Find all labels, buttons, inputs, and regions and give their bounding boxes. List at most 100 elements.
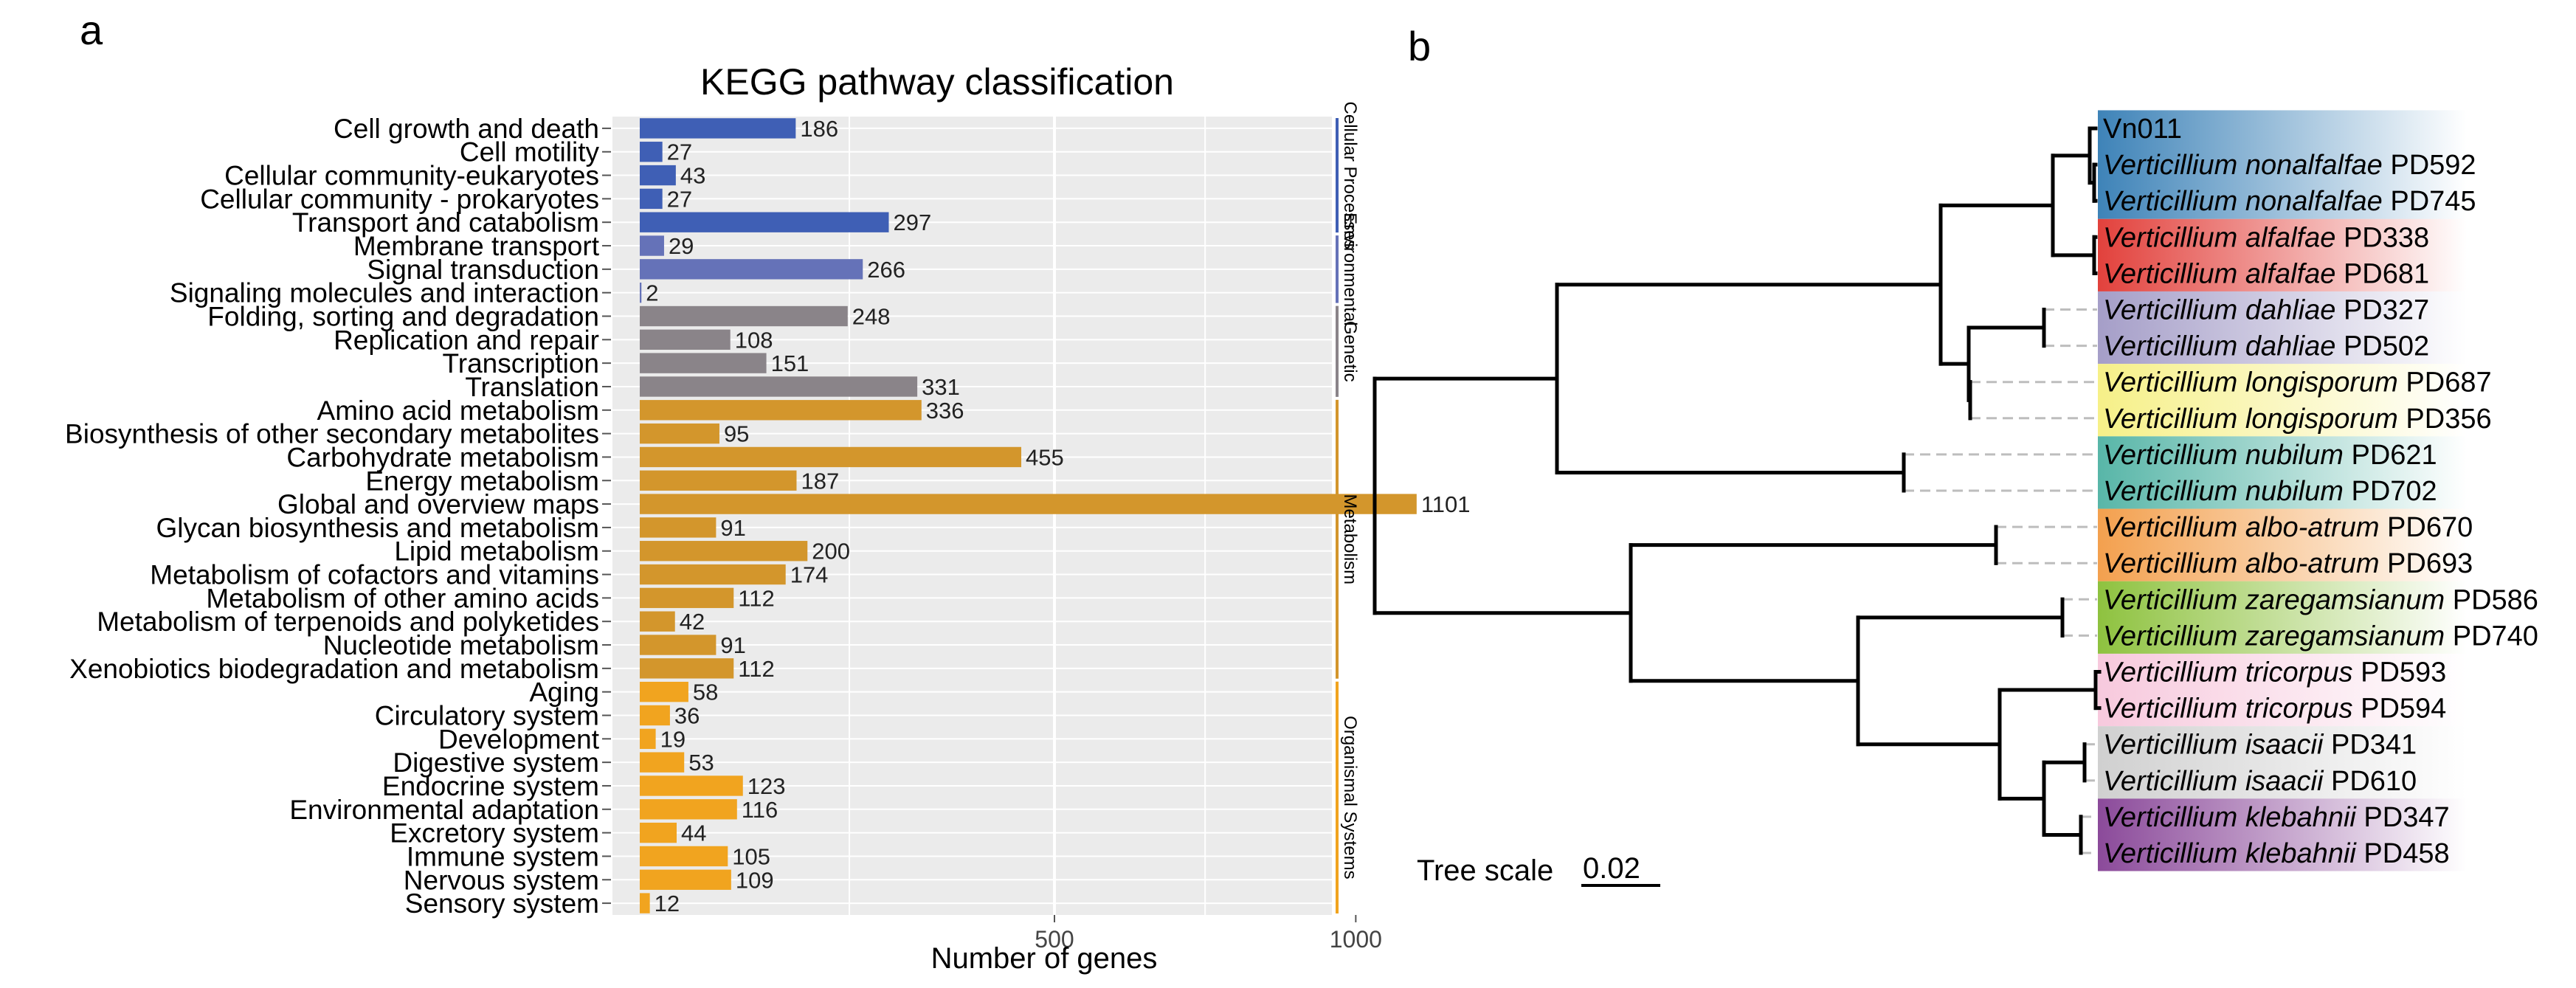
bar-value-label: 36 — [674, 703, 700, 729]
bar-value-label: 112 — [738, 585, 774, 611]
category-label: Cellular community - prokaryotes — [200, 184, 599, 214]
tip-dash-lines — [1904, 308, 2097, 854]
bar — [640, 142, 663, 162]
bar-value-label: 455 — [1026, 444, 1064, 470]
bar-value-label: 248 — [852, 304, 891, 330]
tip-label: Verticillium albo-atrum PD693 — [2103, 548, 2473, 579]
category-label: Metabolism of cofactors and vitamins — [150, 560, 599, 590]
bar — [640, 681, 688, 702]
bar — [640, 212, 889, 232]
bar-value-label: 44 — [681, 821, 706, 846]
tip-label: Verticillium isaacii PD610 — [2103, 766, 2417, 797]
category-label: Biosynthesis of other secondary metaboli… — [65, 419, 599, 449]
group-label: Organismal Systems — [1340, 716, 1360, 879]
bar-value-label: 109 — [736, 867, 774, 893]
tip-label: Verticillium tricorpus PD594 — [2103, 694, 2446, 725]
category-label: Replication and repair — [334, 325, 599, 355]
tip-band — [2098, 508, 2467, 581]
bar — [640, 846, 728, 867]
bar — [640, 446, 1022, 468]
tip-label: Verticillium isaacii PD341 — [2103, 730, 2417, 761]
tip-band — [2098, 110, 2467, 219]
bar — [640, 728, 656, 750]
tip-band — [2098, 218, 2467, 291]
bar-value-label: 174 — [790, 562, 829, 588]
tip-label: Vn011 — [2103, 114, 2182, 145]
tip-label: Verticillium klebahnii PD458 — [2103, 838, 2450, 869]
panel-a-letter: a — [80, 7, 103, 53]
category-label: Transport and catabolism — [292, 207, 599, 238]
bar-value-label: 297 — [893, 210, 931, 235]
bar-value-label: 1101 — [1421, 491, 1471, 517]
bar — [640, 799, 737, 820]
bar — [640, 235, 664, 256]
bar — [640, 517, 716, 538]
category-label: Environmental adaptation — [289, 795, 599, 825]
tip-label: Verticillium dahliae PD327 — [2103, 295, 2429, 326]
bar — [640, 822, 677, 843]
category-label: Aging — [529, 677, 599, 708]
category-label: Excretory system — [390, 818, 599, 849]
tip-label: Verticillium alfalfae PD681 — [2103, 258, 2429, 289]
category-label: Cell growth and death — [334, 114, 599, 144]
category-label: Transcription — [443, 348, 599, 379]
bar — [640, 893, 650, 913]
category-label: Development — [438, 724, 600, 754]
group-label: Metabolism — [1340, 494, 1360, 584]
bar — [640, 541, 808, 562]
bar-value-label: 2 — [646, 280, 658, 306]
bar-value-label: 266 — [867, 257, 905, 283]
bar-value-label: 27 — [667, 186, 692, 212]
bar-value-label: 200 — [812, 539, 850, 564]
bar — [640, 611, 675, 632]
bar-value-labels: 1862743272972926622481081513313369545518… — [646, 116, 1470, 916]
bar-value-label: 27 — [667, 139, 692, 165]
bar — [640, 400, 922, 421]
panel-a-chart: KEGG pathway classification 186274327297… — [65, 61, 1470, 975]
tip-label: Verticillium longisporum PD356 — [2103, 404, 2492, 435]
bar-value-label: 187 — [801, 468, 839, 494]
category-label: Folding, sorting and degradation — [207, 302, 599, 332]
category-label: Circulatory system — [375, 701, 599, 731]
bar-value-label: 112 — [738, 656, 774, 682]
bar — [640, 587, 734, 609]
bar — [640, 752, 685, 773]
bar-value-label: 186 — [800, 116, 838, 142]
tip-label: Verticillium dahliae PD502 — [2103, 331, 2429, 362]
bar-value-label: 12 — [655, 891, 680, 916]
x-tick-label: 500 — [1035, 926, 1074, 953]
x-tick-label: 1000 — [1330, 926, 1382, 953]
bar — [640, 658, 734, 679]
category-label: Digestive system — [393, 747, 599, 778]
bar-value-label: 105 — [732, 843, 770, 869]
bar-value-label: 91 — [720, 632, 745, 658]
bar — [640, 869, 731, 890]
tip-label: Verticillium nubilum PD702 — [2103, 476, 2437, 507]
tip-label: Verticillium nubilum PD621 — [2103, 440, 2437, 471]
bar-value-label: 29 — [669, 233, 694, 259]
bar — [640, 705, 670, 726]
category-label: Energy metabolism — [365, 466, 599, 496]
category-label: Carbohydrate metabolism — [286, 442, 599, 472]
category-label: Nucleotide metabolism — [323, 630, 599, 660]
tip-band — [2098, 364, 2467, 437]
category-label: Amino acid metabolism — [317, 395, 599, 426]
tip-band — [2098, 581, 2467, 654]
group-label: Genetic — [1340, 321, 1360, 382]
panel-b-letter: b — [1408, 23, 1431, 69]
tip-label: Verticillium nonalfalfae PD592 — [2103, 150, 2476, 181]
tip-band — [2098, 798, 2467, 871]
bar-value-label: 151 — [771, 350, 809, 376]
category-label: Xenobiotics biodegradation and metabolis… — [69, 654, 599, 684]
tip-band — [2098, 291, 2467, 365]
bar-value-label: 43 — [680, 163, 705, 189]
bar — [640, 635, 716, 655]
tree-scale-label: Tree scale — [1417, 854, 1553, 887]
category-label: Immune system — [407, 841, 599, 871]
x-axis-ticks: 500 1000 — [1035, 915, 1382, 953]
bar — [640, 329, 731, 350]
bar — [640, 376, 918, 397]
bars — [640, 118, 1417, 913]
